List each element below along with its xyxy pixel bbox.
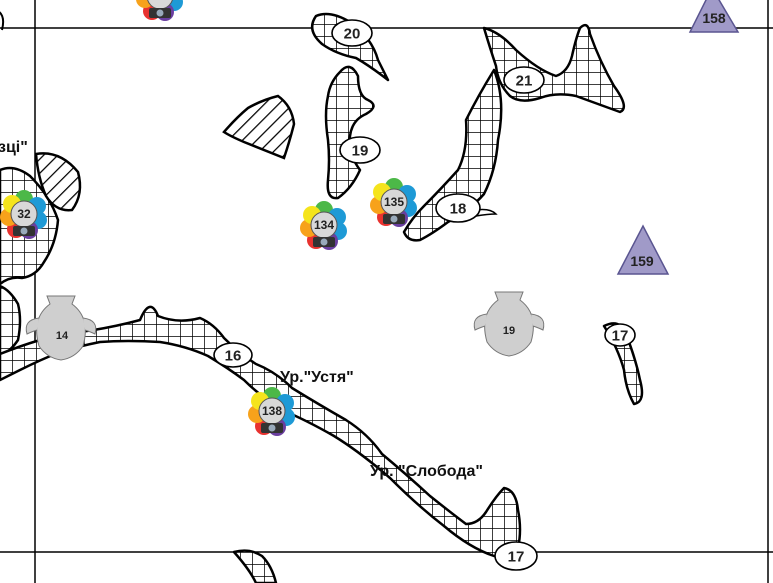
mound-158[interactable]: 158 bbox=[688, 0, 740, 33]
band-left-lower bbox=[0, 284, 22, 358]
edge-fragment bbox=[0, 11, 5, 31]
oval-label-21[interactable]: 21 bbox=[503, 66, 545, 94]
oval-label-20[interactable]: 20 bbox=[331, 19, 373, 47]
mound-159[interactable]: 159 bbox=[616, 224, 670, 275]
place-label-partial-left: зці" bbox=[0, 139, 28, 156]
place-label-sloboda: Ур. "Слобода" bbox=[370, 463, 483, 480]
oval-text-21: 21 bbox=[516, 73, 533, 90]
site-label-134: 134 bbox=[314, 218, 334, 232]
site-label-135: 135 bbox=[384, 195, 404, 209]
mound-label-159: 159 bbox=[630, 253, 654, 269]
band-upper-right bbox=[482, 23, 626, 114]
find-14[interactable]: 14 bbox=[25, 295, 97, 361]
oval-text-16: 16 bbox=[225, 348, 242, 365]
band-main-diagonal bbox=[0, 305, 522, 559]
find-label-14: 14 bbox=[56, 330, 69, 342]
find-label-19: 19 bbox=[503, 325, 515, 337]
find-19[interactable]: 19 bbox=[473, 291, 545, 357]
hatch-area-center bbox=[222, 94, 296, 160]
oval-label-16[interactable]: 16 bbox=[213, 342, 253, 368]
triangle-icon bbox=[616, 224, 670, 275]
site-32[interactable]: 32 bbox=[0, 189, 48, 240]
oval-label-17-bottom[interactable]: 17 bbox=[494, 541, 538, 571]
oval-label-17-right[interactable]: 17 bbox=[604, 323, 636, 347]
triangle-icon bbox=[688, 0, 740, 33]
flower-camera-icon bbox=[135, 0, 184, 22]
site-138[interactable]: 138 bbox=[247, 386, 296, 437]
oval-label-18[interactable]: 18 bbox=[435, 193, 498, 223]
place-label-ustia: Ур."Устя" bbox=[280, 369, 354, 386]
site-label-32: 32 bbox=[17, 207, 31, 221]
amphora-icon bbox=[473, 291, 545, 357]
oval-text-20: 20 bbox=[344, 26, 361, 43]
oval-text-19: 19 bbox=[352, 143, 369, 160]
oval-text-17-bottom: 17 bbox=[508, 549, 525, 566]
mound-label-158: 158 bbox=[702, 10, 726, 26]
oval-text-17-right: 17 bbox=[612, 328, 629, 345]
site-partial-top[interactable] bbox=[135, 0, 184, 22]
oval-text-18: 18 bbox=[450, 201, 467, 218]
site-135[interactable]: 135 bbox=[369, 177, 418, 228]
hatch-area-left bbox=[34, 152, 82, 212]
site-134[interactable]: 134 bbox=[299, 200, 348, 251]
band-middle-arm bbox=[402, 68, 503, 242]
site-label-138: 138 bbox=[262, 404, 282, 418]
band-center-finger bbox=[324, 65, 375, 200]
band-bottom-small bbox=[232, 549, 278, 583]
oval-label-19[interactable]: 19 bbox=[339, 136, 381, 164]
